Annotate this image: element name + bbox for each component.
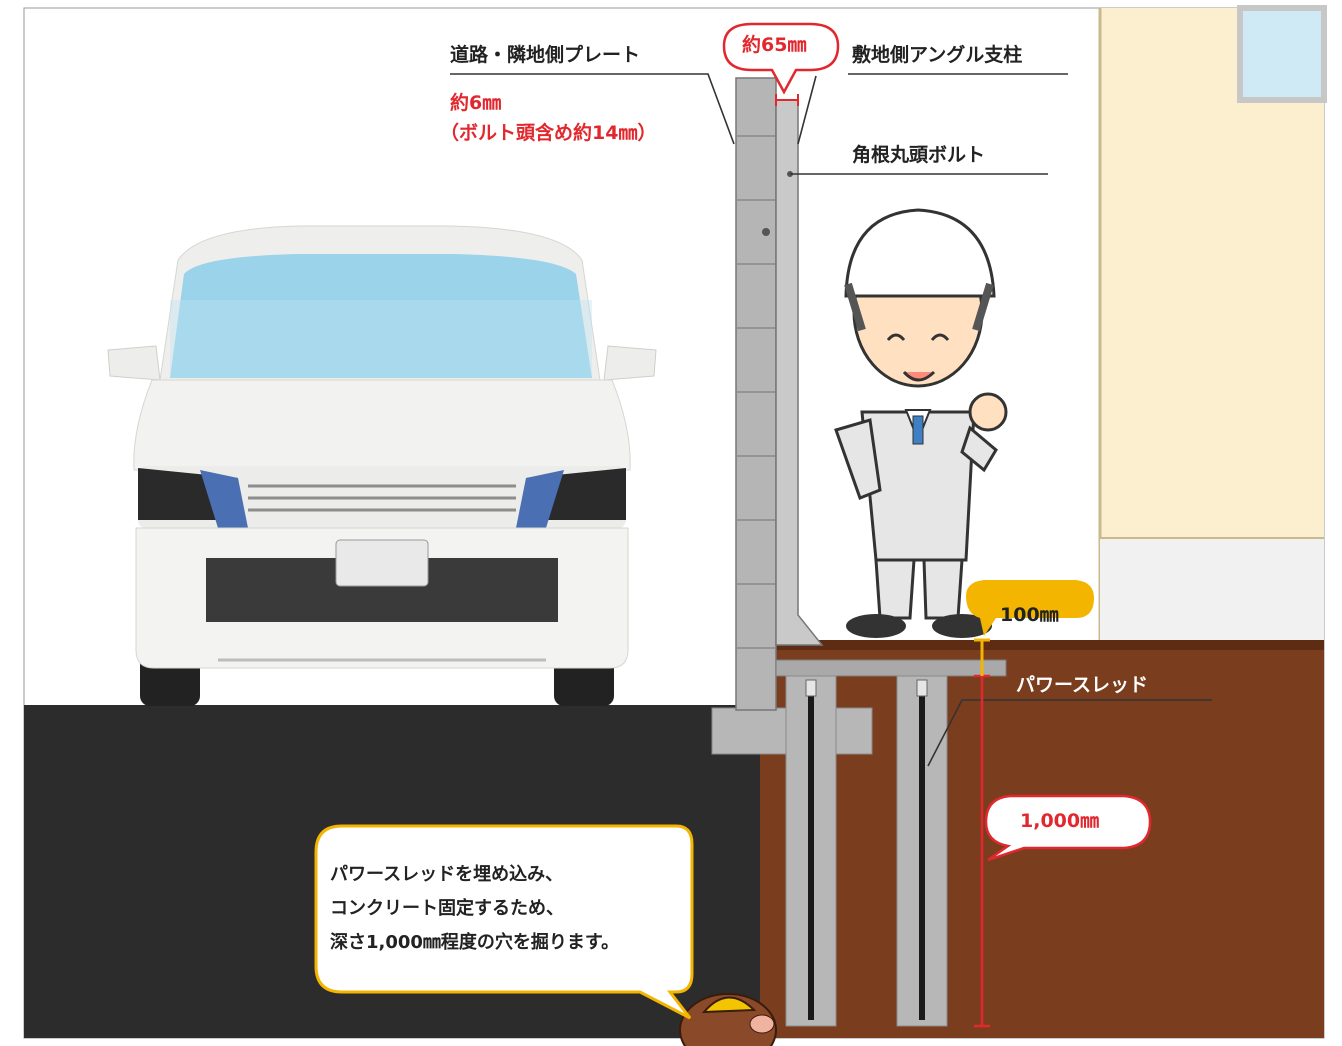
gap-label: 約65㎜ xyxy=(742,34,807,56)
top-depth-label: 100㎜ xyxy=(1000,604,1059,626)
depth-bubble xyxy=(984,794,1152,862)
callout-line: 深さ1,000㎜程度の穴を掘ります。 xyxy=(330,932,620,953)
leader-lines xyxy=(450,73,1212,767)
mole-mascot xyxy=(679,993,777,1046)
thread-label: パワースレッド xyxy=(1016,674,1149,696)
gap-dimension xyxy=(775,94,799,106)
callout-line: コンクリート固定するため、 xyxy=(330,898,564,919)
plate-thickness-label: 約6㎜ xyxy=(450,92,502,114)
worker xyxy=(834,208,1008,638)
callout-bubble xyxy=(314,824,694,1020)
callout-line: パワースレッドを埋め込み、 xyxy=(330,864,564,885)
road-plate-label: 道路・隣地側プレート xyxy=(450,44,641,66)
concrete-pits xyxy=(785,675,948,1027)
callout-text: パワースレッドを埋め込み、 コンクリート固定するため、 深さ1,000㎜程度の穴… xyxy=(330,858,619,960)
top-depth-bubble xyxy=(966,580,1094,636)
angle-post-label: 敷地側アングル支柱 xyxy=(852,44,1023,66)
bolt-label: 角根丸頭ボルト xyxy=(852,144,986,166)
depth-dimension xyxy=(974,638,990,1028)
depth-label: 1,000㎜ xyxy=(1020,810,1100,832)
house-wall xyxy=(1098,5,1327,642)
plate-thickness-note: （ボルト頭含め約14㎜） xyxy=(440,122,657,144)
gap-bubble xyxy=(722,22,840,95)
car xyxy=(107,225,657,706)
